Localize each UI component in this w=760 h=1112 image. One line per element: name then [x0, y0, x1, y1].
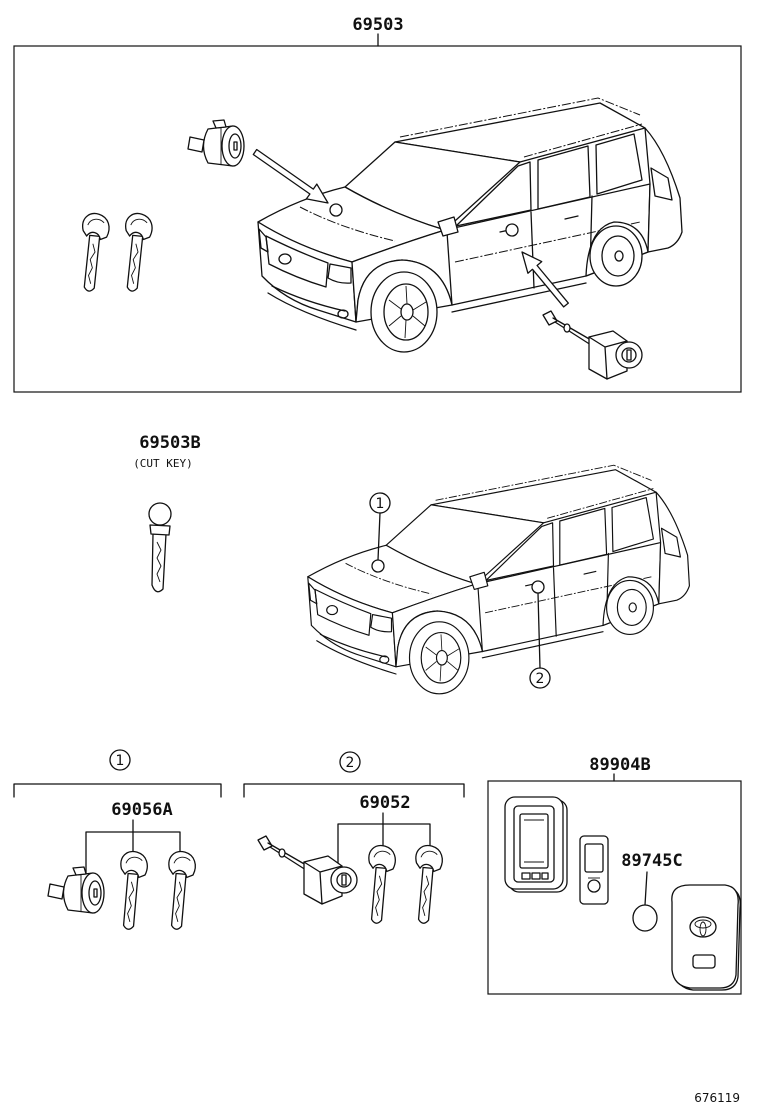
key-fob-with-emblem — [671, 884, 741, 991]
svg-text:1: 1 — [116, 753, 125, 769]
callout-2-set: 2 — [339, 751, 361, 773]
leader-set-1 — [85, 819, 181, 877]
door-location-marker — [531, 580, 545, 594]
part-number-battery: 89745C — [621, 851, 682, 871]
part-number-cylinder-key-set-1: 69056A — [111, 800, 172, 820]
door-lock-cylinder-set-2 — [257, 835, 358, 905]
illustration-number: 676119 — [694, 1091, 740, 1105]
svg-text:2: 2 — [536, 671, 545, 687]
door-lock-location-marker — [505, 223, 519, 237]
svg-text:1: 1 — [376, 496, 385, 512]
callout-1-vehicle: 1 — [369, 492, 391, 573]
part-number-lock-set: 69503 — [352, 15, 403, 35]
key-card-remote — [579, 835, 609, 905]
cut-key — [148, 502, 172, 593]
svg-text:2: 2 — [346, 755, 355, 771]
part-number-cut-key: 69503B — [139, 433, 200, 453]
key-set-1-b — [162, 849, 198, 932]
hood-location-marker — [371, 559, 385, 573]
vehicle-illustration-top — [257, 97, 683, 353]
key-top-1 — [75, 211, 112, 294]
bracket-set-1 — [13, 783, 222, 798]
coin-battery — [632, 904, 658, 932]
leader-battery — [644, 871, 648, 906]
leader-set-2 — [337, 812, 431, 867]
lock-set-box — [13, 45, 742, 393]
bracket-set-2 — [243, 783, 465, 798]
callout-2-vehicle: 2 — [529, 580, 551, 689]
key-set-2-b — [409, 843, 445, 926]
hood-lock-cylinder-set-1 — [47, 866, 105, 914]
smart-key-fob — [504, 796, 568, 893]
toyota-emblem-icon — [689, 916, 717, 938]
arrow-to-hood — [252, 148, 329, 204]
part-number-smart-key-set: 89904B — [589, 755, 650, 775]
callout-1-set: 1 — [109, 749, 131, 771]
cut-key-note: (CUT KEY) — [133, 457, 193, 470]
key-set-1-a — [114, 849, 150, 932]
fob-button — [692, 954, 716, 969]
part-number-cylinder-key-set-2: 69052 — [359, 793, 410, 813]
key-top-2 — [118, 211, 155, 294]
hood-lock-location-marker — [329, 203, 343, 217]
key-set-2-a — [362, 843, 398, 926]
smart-key-set-box — [487, 780, 742, 995]
arrow-to-door — [521, 251, 569, 308]
vehicle-illustration-locations — [307, 464, 690, 695]
door-lock-cylinder-top — [542, 310, 643, 380]
hood-lock-cylinder — [187, 119, 245, 167]
